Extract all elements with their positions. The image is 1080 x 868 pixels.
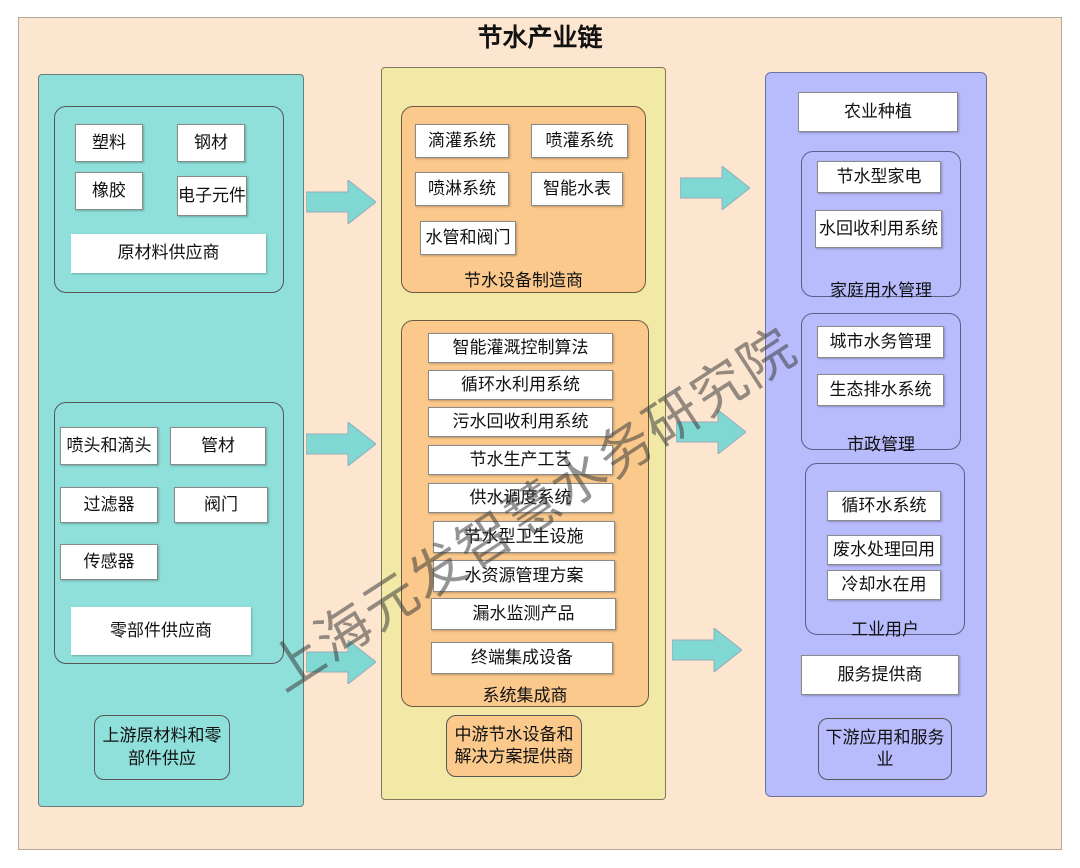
municipal-water-affairs: 城市水务管理 [817, 326, 944, 358]
component-valve: 阀门 [174, 487, 268, 523]
municipal-label: 市政管理 [847, 435, 915, 455]
arrow-right-icon [672, 628, 742, 672]
arrow-right-icon [306, 422, 376, 466]
equipment-sprinkler: 喷灌系统 [531, 124, 628, 158]
equipment-smart-meter: 智能水表 [531, 172, 623, 206]
household-appliance: 节水型家电 [817, 161, 941, 193]
equipment-pipes-valves: 水管和阀门 [420, 221, 516, 255]
integrator-item: 节水生产工艺 [428, 445, 613, 475]
component-pipes: 管材 [170, 427, 266, 465]
integrator-item: 水资源管理方案 [433, 560, 615, 592]
integrator-item: 循环水利用系统 [428, 370, 613, 400]
integrator-item: 终端集成设备 [431, 642, 613, 674]
arrow-right-icon [306, 640, 376, 684]
industrial-wastewater: 废水处理回用 [827, 535, 941, 565]
upstream-caption: 上游原材料和零部件供应 [94, 715, 230, 780]
components-supplier: 零部件供应商 [71, 607, 251, 655]
material-plastic: 塑料 [75, 124, 143, 162]
integrator-item: 供水调度系统 [428, 483, 613, 513]
downstream-caption: 下游应用和服务业 [818, 718, 952, 780]
household-label: 家庭用水管理 [830, 281, 932, 301]
component-filter: 过滤器 [60, 487, 158, 523]
material-electronics: 电子元件 [177, 176, 247, 216]
integrator-item: 漏水监测产品 [431, 598, 616, 630]
component-nozzles: 喷头和滴头 [60, 427, 158, 465]
integrators-label: 系统集成商 [482, 686, 568, 706]
midstream-caption: 中游节水设备和解决方案提供商 [446, 715, 582, 777]
industrial-circulation: 循环水系统 [827, 491, 941, 521]
arrow-right-icon [306, 180, 376, 224]
equipment-drip: 滴灌系统 [415, 124, 509, 158]
integrator-item: 节水型卫生设施 [433, 521, 615, 553]
component-sensor: 传感器 [60, 544, 158, 580]
agriculture-box: 农业种植 [798, 92, 958, 132]
arrow-right-icon [680, 166, 750, 210]
diagram-title: 节水产业链 [477, 23, 603, 52]
municipal-drainage: 生态排水系统 [817, 374, 944, 406]
integrator-item: 智能灌溉控制算法 [428, 333, 613, 363]
material-steel: 钢材 [177, 124, 245, 162]
equipment-spray: 喷淋系统 [415, 172, 509, 206]
arrow-right-icon [676, 410, 746, 454]
industrial-label: 工业用户 [851, 620, 919, 640]
service-provider-box: 服务提供商 [801, 655, 959, 695]
industrial-cooling: 冷却水在用 [827, 570, 941, 600]
equipment-manufacturer-label: 节水设备制造商 [464, 271, 583, 291]
household-recycling: 水回收利用系统 [815, 210, 942, 248]
material-rubber: 橡胶 [75, 172, 143, 210]
raw-materials-supplier: 原材料供应商 [71, 234, 266, 273]
integrator-item: 污水回收利用系统 [428, 407, 613, 437]
